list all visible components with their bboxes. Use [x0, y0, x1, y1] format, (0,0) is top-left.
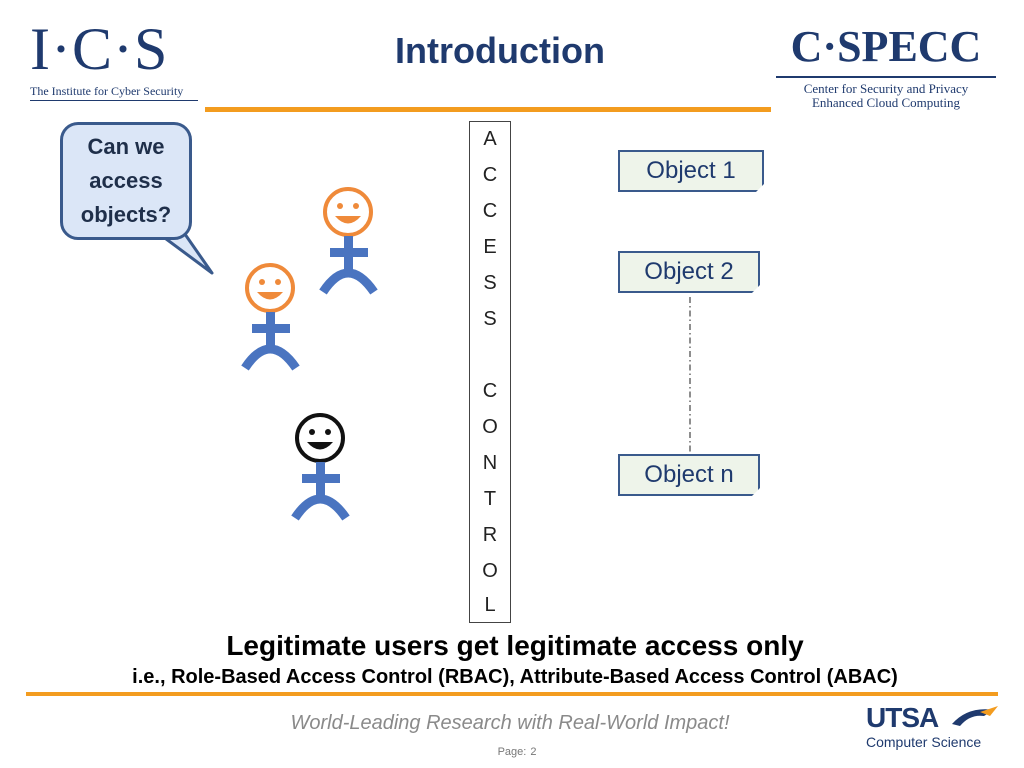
- ac-letter: L: [484, 594, 496, 616]
- utsa-mark: UTSA: [866, 702, 939, 733]
- ac-letter: R: [482, 524, 498, 546]
- cspecc-logo: C·SPECC Center for Security and Privacy …: [776, 18, 996, 110]
- ac-letter: C: [482, 164, 498, 186]
- page-label: Page:: [497, 746, 527, 758]
- ac-letter: S: [483, 272, 497, 294]
- cspecc-line-1: Center for Security and Privacy: [803, 81, 969, 96]
- utsa-logo: UTSA Computer Science: [866, 702, 1006, 750]
- roadrunner-icon: [952, 706, 998, 726]
- ac-letter: O: [482, 560, 498, 582]
- bottom-divider: [26, 692, 998, 696]
- page-number: Page:2: [470, 746, 560, 758]
- ics-logo: I·C·S The Institute for Cyber Security: [30, 14, 200, 101]
- ac-letter: S: [483, 308, 497, 330]
- access-control-bar: A C C E S S C O N T R O L: [469, 121, 511, 623]
- user-figure-2-icon: [241, 263, 300, 371]
- object-n-box: Object n: [618, 454, 760, 496]
- subline: i.e., Role-Based Access Control (RBAC), …: [132, 666, 898, 688]
- user-figure-3-icon: [291, 413, 350, 521]
- cspecc-line-2: Enhanced Cloud Computing: [811, 95, 961, 110]
- speech-bubble: Can we access objects?: [60, 122, 192, 240]
- ac-letter: N: [482, 452, 498, 474]
- ac-letter: E: [483, 236, 497, 258]
- tagline: Legitimate users get legitimate access o…: [226, 630, 804, 661]
- page-number-value: 2: [530, 746, 537, 758]
- utsa-subtitle: Computer Science: [866, 734, 982, 750]
- ac-letter: A: [483, 128, 497, 150]
- object-1-box: Object 1: [618, 150, 764, 192]
- cspecc-logo-mark: C·SPECC: [776, 18, 996, 78]
- ac-letter: T: [483, 488, 497, 510]
- page-title: Introduction: [395, 30, 605, 71]
- ac-letter: C: [482, 200, 498, 222]
- ellipsis-connector: [689, 297, 691, 453]
- object-2-box: Object 2: [618, 251, 760, 293]
- ac-letter: C: [482, 380, 498, 402]
- user-figure-1-icon: [319, 187, 378, 295]
- footer-slogan: World-Leading Research with Real-World I…: [290, 712, 730, 734]
- ics-logo-mark: I·C·S: [30, 16, 169, 82]
- ac-letter: O: [482, 416, 498, 438]
- top-divider: [205, 107, 771, 112]
- ics-logo-subtitle: The Institute for Cyber Security: [30, 84, 198, 101]
